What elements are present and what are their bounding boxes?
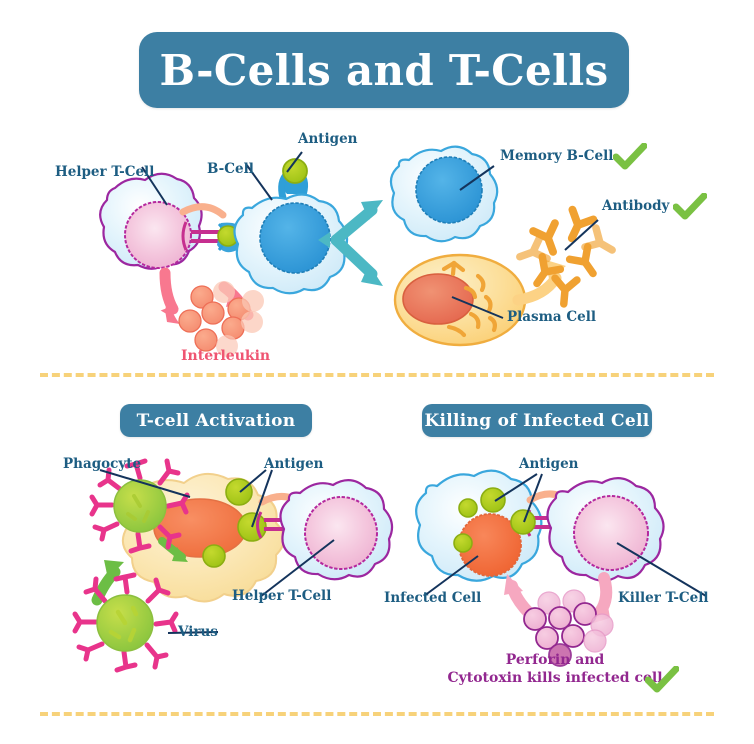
label-antigen-left: Antigen xyxy=(264,456,324,472)
page-title: B-Cells and T-Cells xyxy=(159,45,609,95)
leader-lines-top xyxy=(141,151,599,319)
memory-b-cell-check-icon xyxy=(613,143,647,170)
leader-lines-bottom-left xyxy=(99,469,335,634)
label-helper-t-cell-bottom: Helper T-Cell xyxy=(232,588,332,604)
label-antigen-right: Antigen xyxy=(519,456,579,472)
label-plasma-cell: Plasma Cell xyxy=(507,309,596,325)
label-helper-t-cell-top: Helper T-Cell xyxy=(55,164,155,180)
virus-free xyxy=(72,572,179,673)
plasma-er-squiggles xyxy=(441,260,497,338)
divider-top xyxy=(40,373,714,377)
interleukin-molecules xyxy=(178,281,264,357)
helper-t-cell-top xyxy=(99,172,203,270)
antibody-molecules xyxy=(516,205,616,308)
perforin-molecules xyxy=(523,589,614,667)
label-antibody: Antibody xyxy=(602,198,670,214)
divider-bottom xyxy=(40,712,714,716)
label-memory-b-cell: Memory B-Cell xyxy=(500,148,614,164)
virus-engulfed xyxy=(89,458,190,554)
phagocytosis-arrow xyxy=(91,560,124,606)
label-virus: Virus xyxy=(178,624,218,640)
leader-lines-bottom-right xyxy=(423,473,707,597)
label-perforin-line1: Perforin and xyxy=(505,652,605,668)
antibody-check-icon xyxy=(673,193,707,220)
label-killer-t-cell: Killer T-Cell xyxy=(618,590,709,606)
heading-left-label: T-cell Activation xyxy=(136,410,296,431)
b-cell-top xyxy=(233,158,349,295)
heading-t-cell-activation: T-cell Activation xyxy=(120,404,312,437)
memory-b-cell xyxy=(389,145,499,243)
label-infected-cell: Infected Cell xyxy=(384,590,482,606)
page-title-banner: B-Cells and T-Cells xyxy=(139,32,629,108)
label-antigen-top: Antigen xyxy=(298,131,358,147)
heading-killing-infected-cell: Killing of Infected Cell xyxy=(422,404,652,437)
virus-spikes-lower xyxy=(72,572,179,673)
helper-t-cell-bottom xyxy=(279,479,394,581)
label-b-cell: B-Cell xyxy=(207,161,254,177)
differentiation-arrow xyxy=(318,200,383,286)
label-perforin-line2: Cytotoxin kills infected cell xyxy=(447,670,663,686)
label-interleukin: Interleukin xyxy=(181,348,271,364)
perforin-check-icon xyxy=(645,666,679,693)
heading-right-label: Killing of Infected Cell xyxy=(424,410,650,431)
label-phagocyte: Phagocyte xyxy=(63,456,142,472)
infected-cell xyxy=(415,469,543,582)
killer-t-cell xyxy=(546,477,665,582)
virus-spikes-upper xyxy=(89,458,190,554)
